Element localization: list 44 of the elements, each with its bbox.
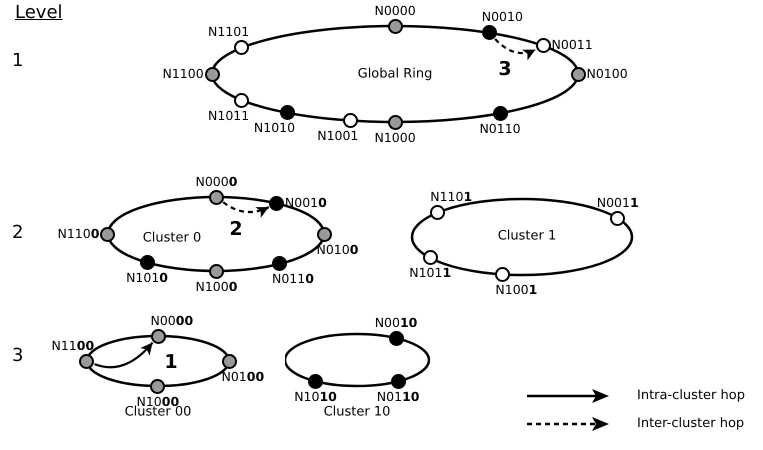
edge-label: 3 <box>498 58 512 80</box>
arrow <box>94 342 154 368</box>
edge-label: 1 <box>164 351 178 373</box>
edge-label: 2 <box>229 218 243 240</box>
heading: Level <box>15 2 63 23</box>
node-label: N0000 <box>196 174 238 188</box>
node-label: N0010 <box>374 316 418 330</box>
level-number: 1 <box>12 50 24 71</box>
legend-label: Intra-cluster hop <box>637 388 745 403</box>
level-number: 3 <box>12 345 24 366</box>
node-label: N0010 <box>284 196 327 210</box>
node-label: N1000 <box>196 280 238 294</box>
ring-title: Cluster 10 <box>324 404 390 420</box>
node-label: N1100 <box>162 67 204 81</box>
node-label: N1011 <box>409 266 452 280</box>
node-label: N1010 <box>126 270 168 285</box>
node-label: N1101 <box>430 190 472 204</box>
node-label: N0010 <box>482 10 523 24</box>
node-label: N1101 <box>208 25 250 40</box>
node-label: N0000 <box>374 4 416 18</box>
node-label: N1000 <box>374 130 416 144</box>
node-label: N1001 <box>317 129 358 144</box>
node-label: N0110 <box>272 272 314 286</box>
arrow <box>222 201 270 218</box>
node-label: N1100 <box>52 338 94 352</box>
node-label: N0110 <box>376 390 420 404</box>
ring-title: Cluster 0 <box>142 230 202 246</box>
node-label: N1100 <box>58 227 100 241</box>
arrow <box>494 38 536 60</box>
ring-title: Cluster 1 <box>498 228 556 244</box>
level-number: 2 <box>12 222 24 243</box>
node-label: N1011 <box>208 108 250 123</box>
node-label: N0011 <box>552 38 593 52</box>
node-label: N0011 <box>596 196 639 210</box>
node-label: N0100 <box>586 67 628 81</box>
legend-label: Inter-cluster hop <box>637 416 744 431</box>
node-label: N0110 <box>479 122 521 136</box>
node-label: N1001 <box>495 282 538 297</box>
node-label: N0100 <box>316 242 358 256</box>
node-label: N0000 <box>150 314 194 328</box>
node-label: N0100 <box>222 370 264 384</box>
ring-title: Global Ring <box>358 66 432 82</box>
node-label: N1010 <box>294 390 337 404</box>
node-label: N1010 <box>254 121 296 136</box>
